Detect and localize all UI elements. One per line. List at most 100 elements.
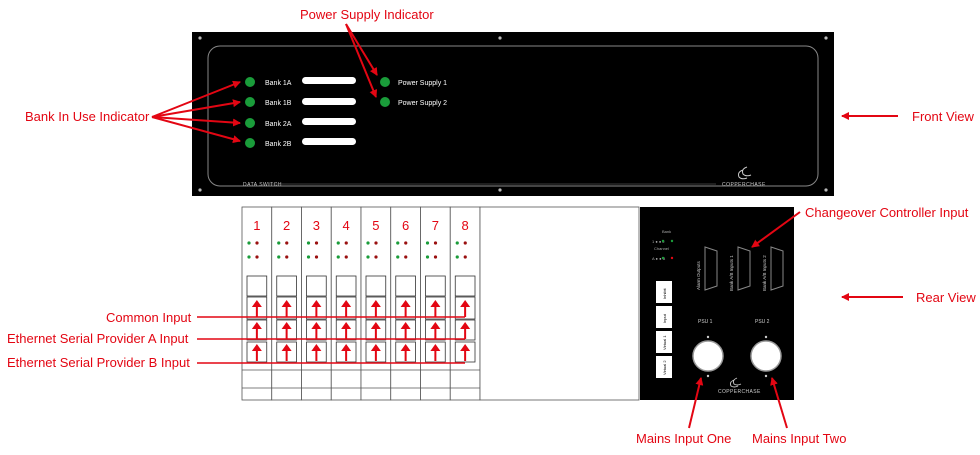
channel-card: 5	[360, 206, 392, 401]
channel-led	[255, 241, 259, 245]
channel-number: 4	[343, 218, 350, 233]
bank-2a-led	[245, 118, 255, 128]
bank-label: Bank 2B	[265, 141, 292, 148]
psu-label: Power Supply 1	[398, 80, 447, 87]
up-arrow-icon	[341, 300, 352, 307]
up-arrow-icon	[430, 300, 441, 307]
channel-led	[463, 241, 467, 245]
serial-port	[335, 275, 357, 297]
screw-icon	[198, 36, 202, 40]
channel-led	[314, 255, 319, 259]
bank-numbers: 1 ● ● 2	[652, 239, 665, 244]
serial-port	[306, 275, 327, 297]
channel-led	[336, 241, 340, 245]
bank-inputs-2-connector: Bank A/B Inputs 2	[762, 246, 784, 291]
side-box-label: Input	[662, 313, 667, 323]
channel-led	[670, 256, 674, 260]
channel-led	[285, 255, 289, 259]
front-panel-body	[192, 32, 834, 196]
serial-port	[365, 275, 387, 297]
channel-led	[277, 255, 281, 259]
psu-dot	[764, 335, 768, 339]
annotation-arrows	[151, 23, 903, 429]
serial-port	[395, 275, 416, 297]
channel-led	[396, 241, 400, 245]
psu-2-led	[380, 97, 390, 107]
arrow	[770, 377, 788, 429]
channel-led	[247, 255, 251, 259]
side-box	[656, 281, 672, 303]
display-bar	[302, 77, 356, 84]
channel-led	[374, 255, 378, 259]
mains-inlet-2	[750, 340, 782, 372]
up-arrow-icon	[460, 344, 471, 351]
psu-label: Power Supply 2	[398, 100, 447, 107]
channel-number: 3	[313, 218, 320, 233]
brand-label: COPPERCHASE	[722, 182, 766, 188]
mains-input-two-label: Mains Input Two	[752, 431, 846, 446]
side-box-label: Virtual 1	[662, 335, 667, 350]
up-arrow-icon	[281, 300, 292, 307]
up-arrow-icon	[251, 300, 262, 307]
side-box-label: Virtual 2	[662, 360, 667, 375]
bank-led	[670, 239, 674, 243]
bank-inputs-1-connector: Bank A/B Inputs 1	[729, 246, 751, 291]
psu-1-led	[380, 77, 390, 87]
arrow	[151, 116, 241, 127]
front-panel: Bank 1A Bank 1B Bank 2A Bank 2B Power Su…	[192, 32, 834, 196]
display-bar	[302, 118, 356, 125]
up-arrow-icon	[370, 344, 381, 351]
channel-led	[344, 255, 348, 259]
screw-icon	[198, 188, 202, 192]
bank-in-use-indicator-label: Bank In Use Indicator	[25, 109, 150, 124]
arrow	[751, 211, 801, 248]
up-arrow-icon	[311, 322, 322, 329]
copperchase-logo-icon	[729, 377, 742, 388]
display-bar	[302, 98, 356, 105]
psu-dot	[706, 335, 710, 339]
up-arrow-icon	[460, 322, 471, 329]
up-arrow-icon	[311, 300, 322, 307]
arrow	[151, 99, 241, 118]
ethernet-b-label: Ethernet Serial Provider B Input	[7, 355, 190, 370]
bank-2b-led	[245, 138, 255, 148]
channel-led	[425, 241, 430, 245]
channel-led	[404, 241, 408, 245]
side-box	[656, 356, 672, 378]
side-boxes: Inhibit Input Virtual 1 Virtual 2	[656, 281, 672, 378]
up-arrow-icon	[400, 322, 411, 329]
front-view-label: Front View	[912, 109, 975, 124]
serial-port	[454, 275, 476, 297]
psu-2-label: PSU 2	[755, 319, 770, 325]
bank-led	[661, 239, 665, 243]
connector-label: Bank A/B Inputs 2	[762, 255, 767, 291]
arrow	[151, 80, 241, 118]
model-label: DATA SWITCH	[243, 182, 282, 188]
channel-led	[425, 255, 430, 259]
channel-led	[463, 255, 467, 259]
bank-label: Bank 1A	[265, 80, 292, 87]
channel-led	[433, 255, 438, 259]
screw-icon	[824, 36, 828, 40]
up-arrow-icon	[341, 322, 352, 329]
up-arrow-icon	[400, 300, 411, 307]
up-arrow-icon	[430, 322, 441, 329]
side-box-label: Inhibit	[662, 287, 667, 299]
channel-led	[247, 241, 251, 245]
channel-card: 7	[420, 206, 451, 401]
screw-icon	[824, 188, 828, 192]
input-leader-lines	[197, 316, 465, 364]
serial-port	[425, 275, 446, 297]
up-arrow-icon	[400, 344, 411, 351]
channel-number: 2	[283, 218, 290, 233]
channel-led	[314, 241, 319, 245]
channel-led	[455, 241, 459, 245]
channel-led	[366, 255, 370, 259]
channel-number: 8	[462, 218, 469, 233]
channel-led	[344, 241, 348, 245]
power-supply-indicator-label: Power Supply Indicator	[300, 7, 434, 22]
arrow	[151, 116, 241, 144]
channel-number: 6	[402, 218, 409, 233]
